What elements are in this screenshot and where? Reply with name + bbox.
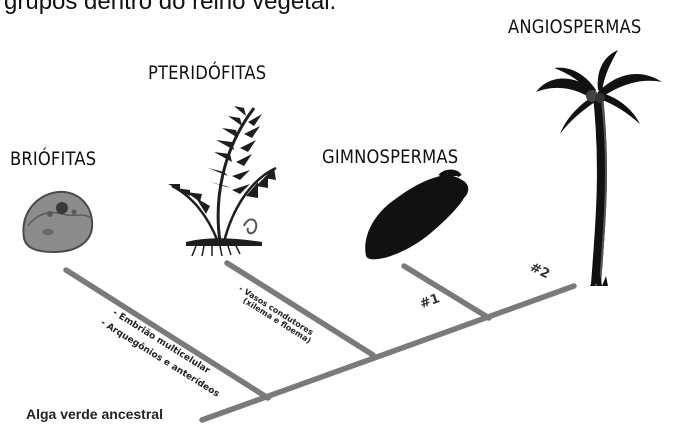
label-gimnospermas: GIMNOSPERMAS xyxy=(322,146,458,168)
palm-tree-icon xyxy=(536,50,662,286)
branch-gimnospermas xyxy=(404,266,489,318)
fern-icon xyxy=(168,106,276,256)
seed-icon xyxy=(365,172,468,260)
moss-rock-icon xyxy=(23,192,92,252)
label-briofitas: BRIÓFITAS xyxy=(10,148,96,170)
label-angiospermas: ANGIOSPERMAS xyxy=(508,16,641,38)
label-pteridofitas: PTERIDÓFITAS xyxy=(148,62,266,84)
root-label: Alga verde ancestral xyxy=(26,406,163,422)
